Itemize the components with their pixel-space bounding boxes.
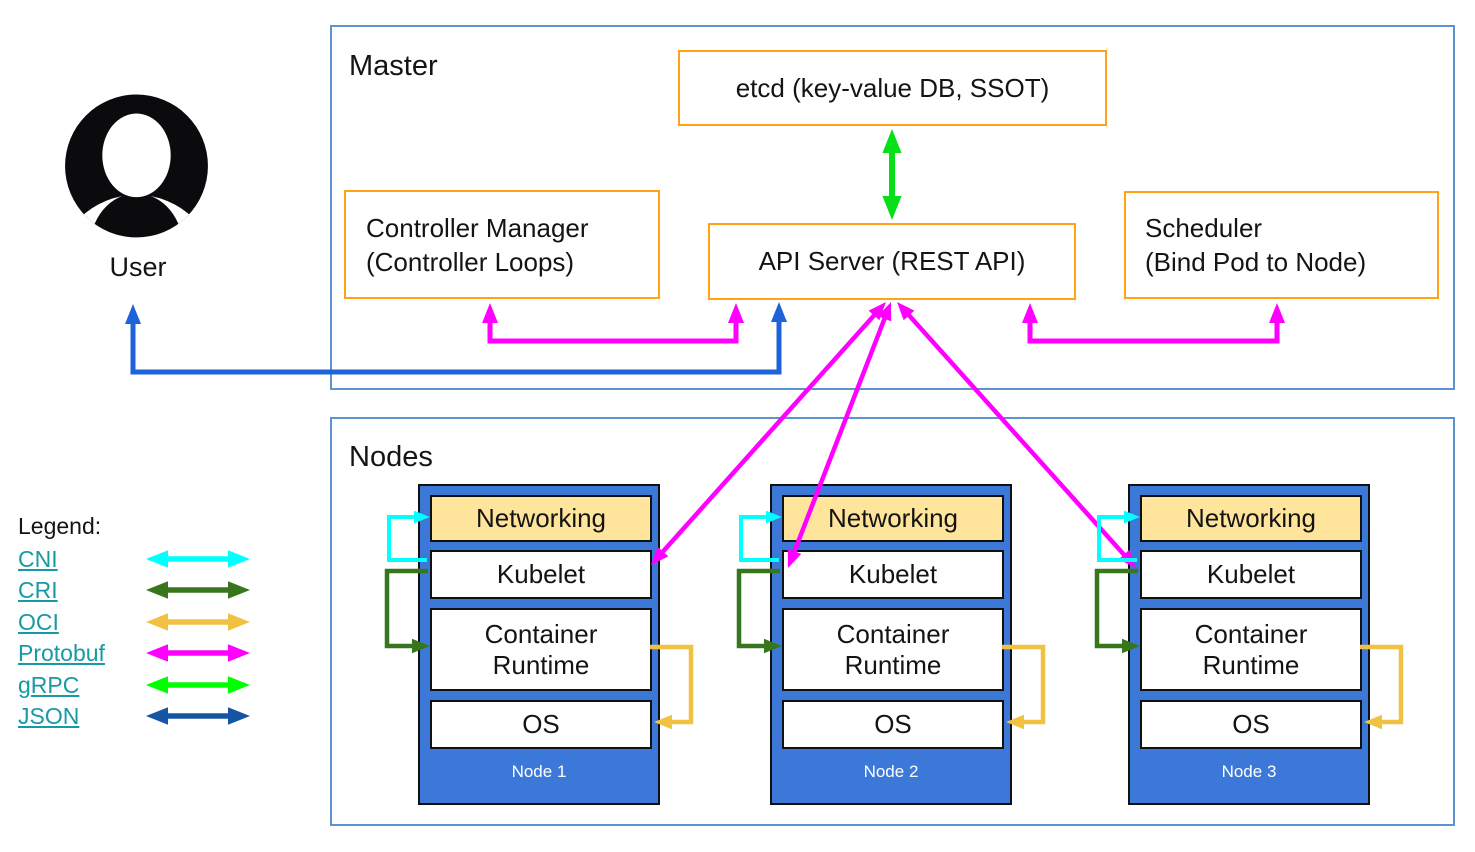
node-2-kubelet-label: Kubelet [848,559,938,589]
legend-link-cni[interactable]: CNI [18,546,58,572]
node-1-container-runtime-label: Container Runtime [484,618,598,680]
node-3-networking-layer: Networking [1140,495,1362,542]
node-3-name: Node 3 [1221,762,1277,781]
connector-legend-arrow-json [146,707,250,725]
connector-legend-arrow-oci [146,613,250,631]
master-panel-title: Master [349,50,438,82]
node-3-container-runtime-label: Container Runtime [1194,618,1308,680]
node-2-networking-label: Networking [827,503,959,533]
connector-legend-arrow-grpc [146,676,250,694]
connector-legend-arrow-cni [146,550,250,568]
node-3-kubelet-label: Kubelet [1206,559,1296,589]
controller-manager-label-line1: Controller Manager [366,212,589,243]
etcd-label: etcd (key-value DB, SSOT) [735,72,1050,103]
user-label: User [109,252,167,282]
node-1-os-layer: OS [430,700,652,749]
legend-link-json[interactable]: JSON [18,703,80,729]
legend-link-protobuf[interactable]: Protobuf [18,640,105,666]
node-1-stack: Networking Kubelet Container Runtime OS … [418,484,660,805]
node-2-container-runtime-layer: Container Runtime [782,608,1004,691]
etcd-box: etcd (key-value DB, SSOT) [678,50,1107,126]
node-1-os-label: OS [522,709,560,739]
connector-legend-arrow-protobuf [146,644,250,662]
node-2-kubelet-layer: Kubelet [782,550,1004,599]
controller-manager-box: Controller Manager (Controller Loops) [344,190,660,299]
node-2-networking-layer: Networking [782,495,1004,542]
scheduler-label-line2: (Bind Pod to Node) [1145,247,1367,277]
legend-link-cri[interactable]: CRI [18,577,58,603]
legend-link-oci[interactable]: OCI [18,609,59,635]
legend-title: Legend: [18,513,102,539]
node-3-os-layer: OS [1140,700,1362,749]
node-1-networking-layer: Networking [430,495,652,542]
node-2-stack: Networking Kubelet Container Runtime OS … [770,484,1012,805]
connector-legend-arrow-cri [146,581,250,599]
node-2-os-layer: OS [782,700,1004,749]
node-1-kubelet-layer: Kubelet [430,550,652,599]
legend-link-grpc[interactable]: gRPC [18,672,80,698]
node-2-os-label: OS [874,709,912,739]
node-3-networking-label: Networking [1185,503,1317,533]
api-server-label: API Server (REST API) [758,246,1026,276]
node-2-name: Node 2 [863,762,919,781]
node-1-container-runtime-layer: Container Runtime [430,608,652,691]
node-3-stack: Networking Kubelet Container Runtime OS … [1128,484,1370,805]
node-2-container-runtime-label: Container Runtime [836,618,950,680]
scheduler-box: Scheduler (Bind Pod to Node) [1124,191,1439,299]
node-3-os-label: OS [1232,709,1270,739]
api-server-box: API Server (REST API) [708,223,1076,300]
scheduler-label-line1: Scheduler [1145,213,1263,243]
node-1-name: Node 1 [511,762,567,781]
node-3-container-runtime-layer: Container Runtime [1140,608,1362,691]
node-3-kubelet-layer: Kubelet [1140,550,1362,599]
controller-manager-label-line2: (Controller Loops) [366,246,575,277]
user-icon [65,94,208,238]
node-1-networking-label: Networking [475,503,607,533]
node-1-kubelet-label: Kubelet [496,559,586,589]
nodes-panel-title: Nodes [349,441,433,473]
